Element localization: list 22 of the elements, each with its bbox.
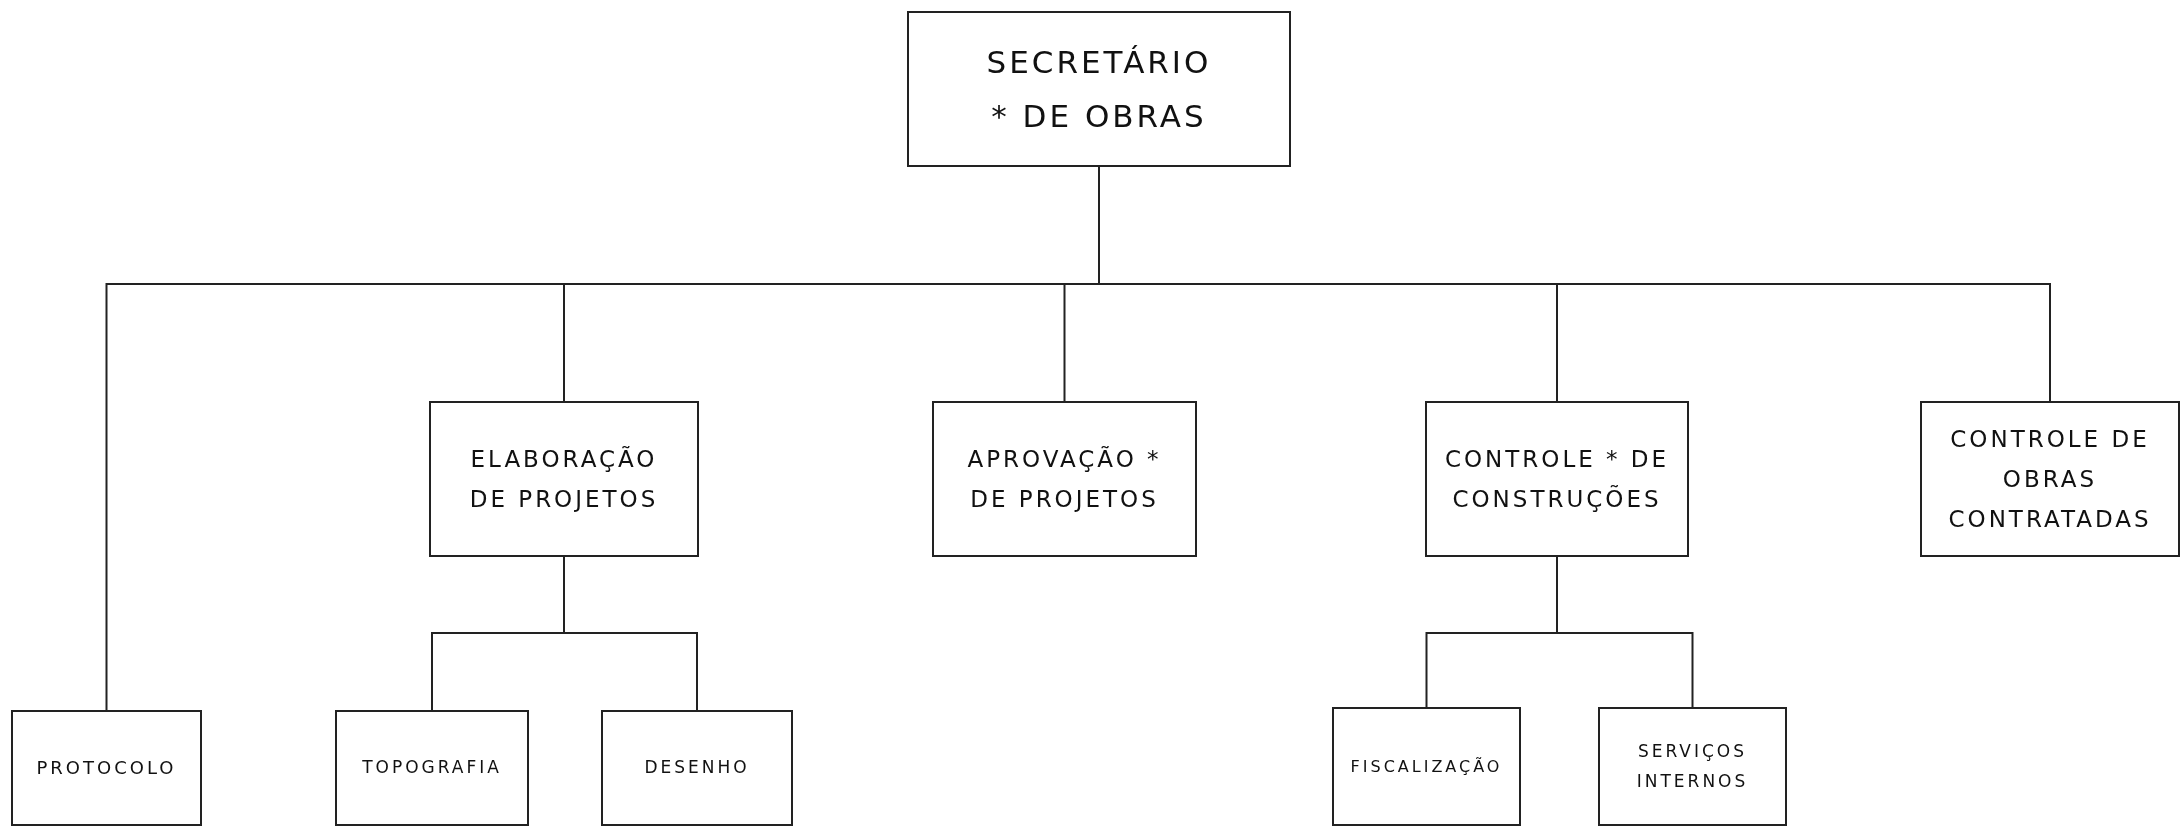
org-box — [1598, 707, 1787, 826]
connector-line — [563, 556, 698, 711]
box-label: DESENHO — [644, 756, 750, 780]
box-label: SECRETÁRIO * DE OBRAS — [985, 42, 1213, 136]
box-label: APROVAÇÃO * DE PROJETOS — [966, 444, 1163, 514]
box-label: CONTROLE * DE CONSTRUÇÕES — [1443, 444, 1671, 514]
org-box — [601, 710, 793, 826]
org-box — [907, 11, 1291, 167]
connector-line — [1556, 556, 1694, 708]
org-box — [429, 401, 699, 557]
box-label: FISCALIZAÇÃO — [1350, 755, 1503, 778]
org-box — [335, 710, 529, 826]
box-label: CONTROLE DE OBRAS CONTRATADAS — [1947, 424, 2153, 535]
box-label: SERVIÇOS INTERNOS — [1635, 739, 1750, 793]
box-label: ELABORAÇÃO DE PROJETOS — [468, 444, 660, 514]
org-box — [1332, 707, 1521, 826]
org-box — [932, 401, 1197, 557]
org-box — [11, 710, 202, 826]
box-label: TOPOGRAFIA — [362, 756, 502, 780]
box-label: PROTOCOLO — [36, 756, 177, 781]
org-box — [1425, 401, 1689, 557]
org-box — [1920, 401, 2180, 557]
